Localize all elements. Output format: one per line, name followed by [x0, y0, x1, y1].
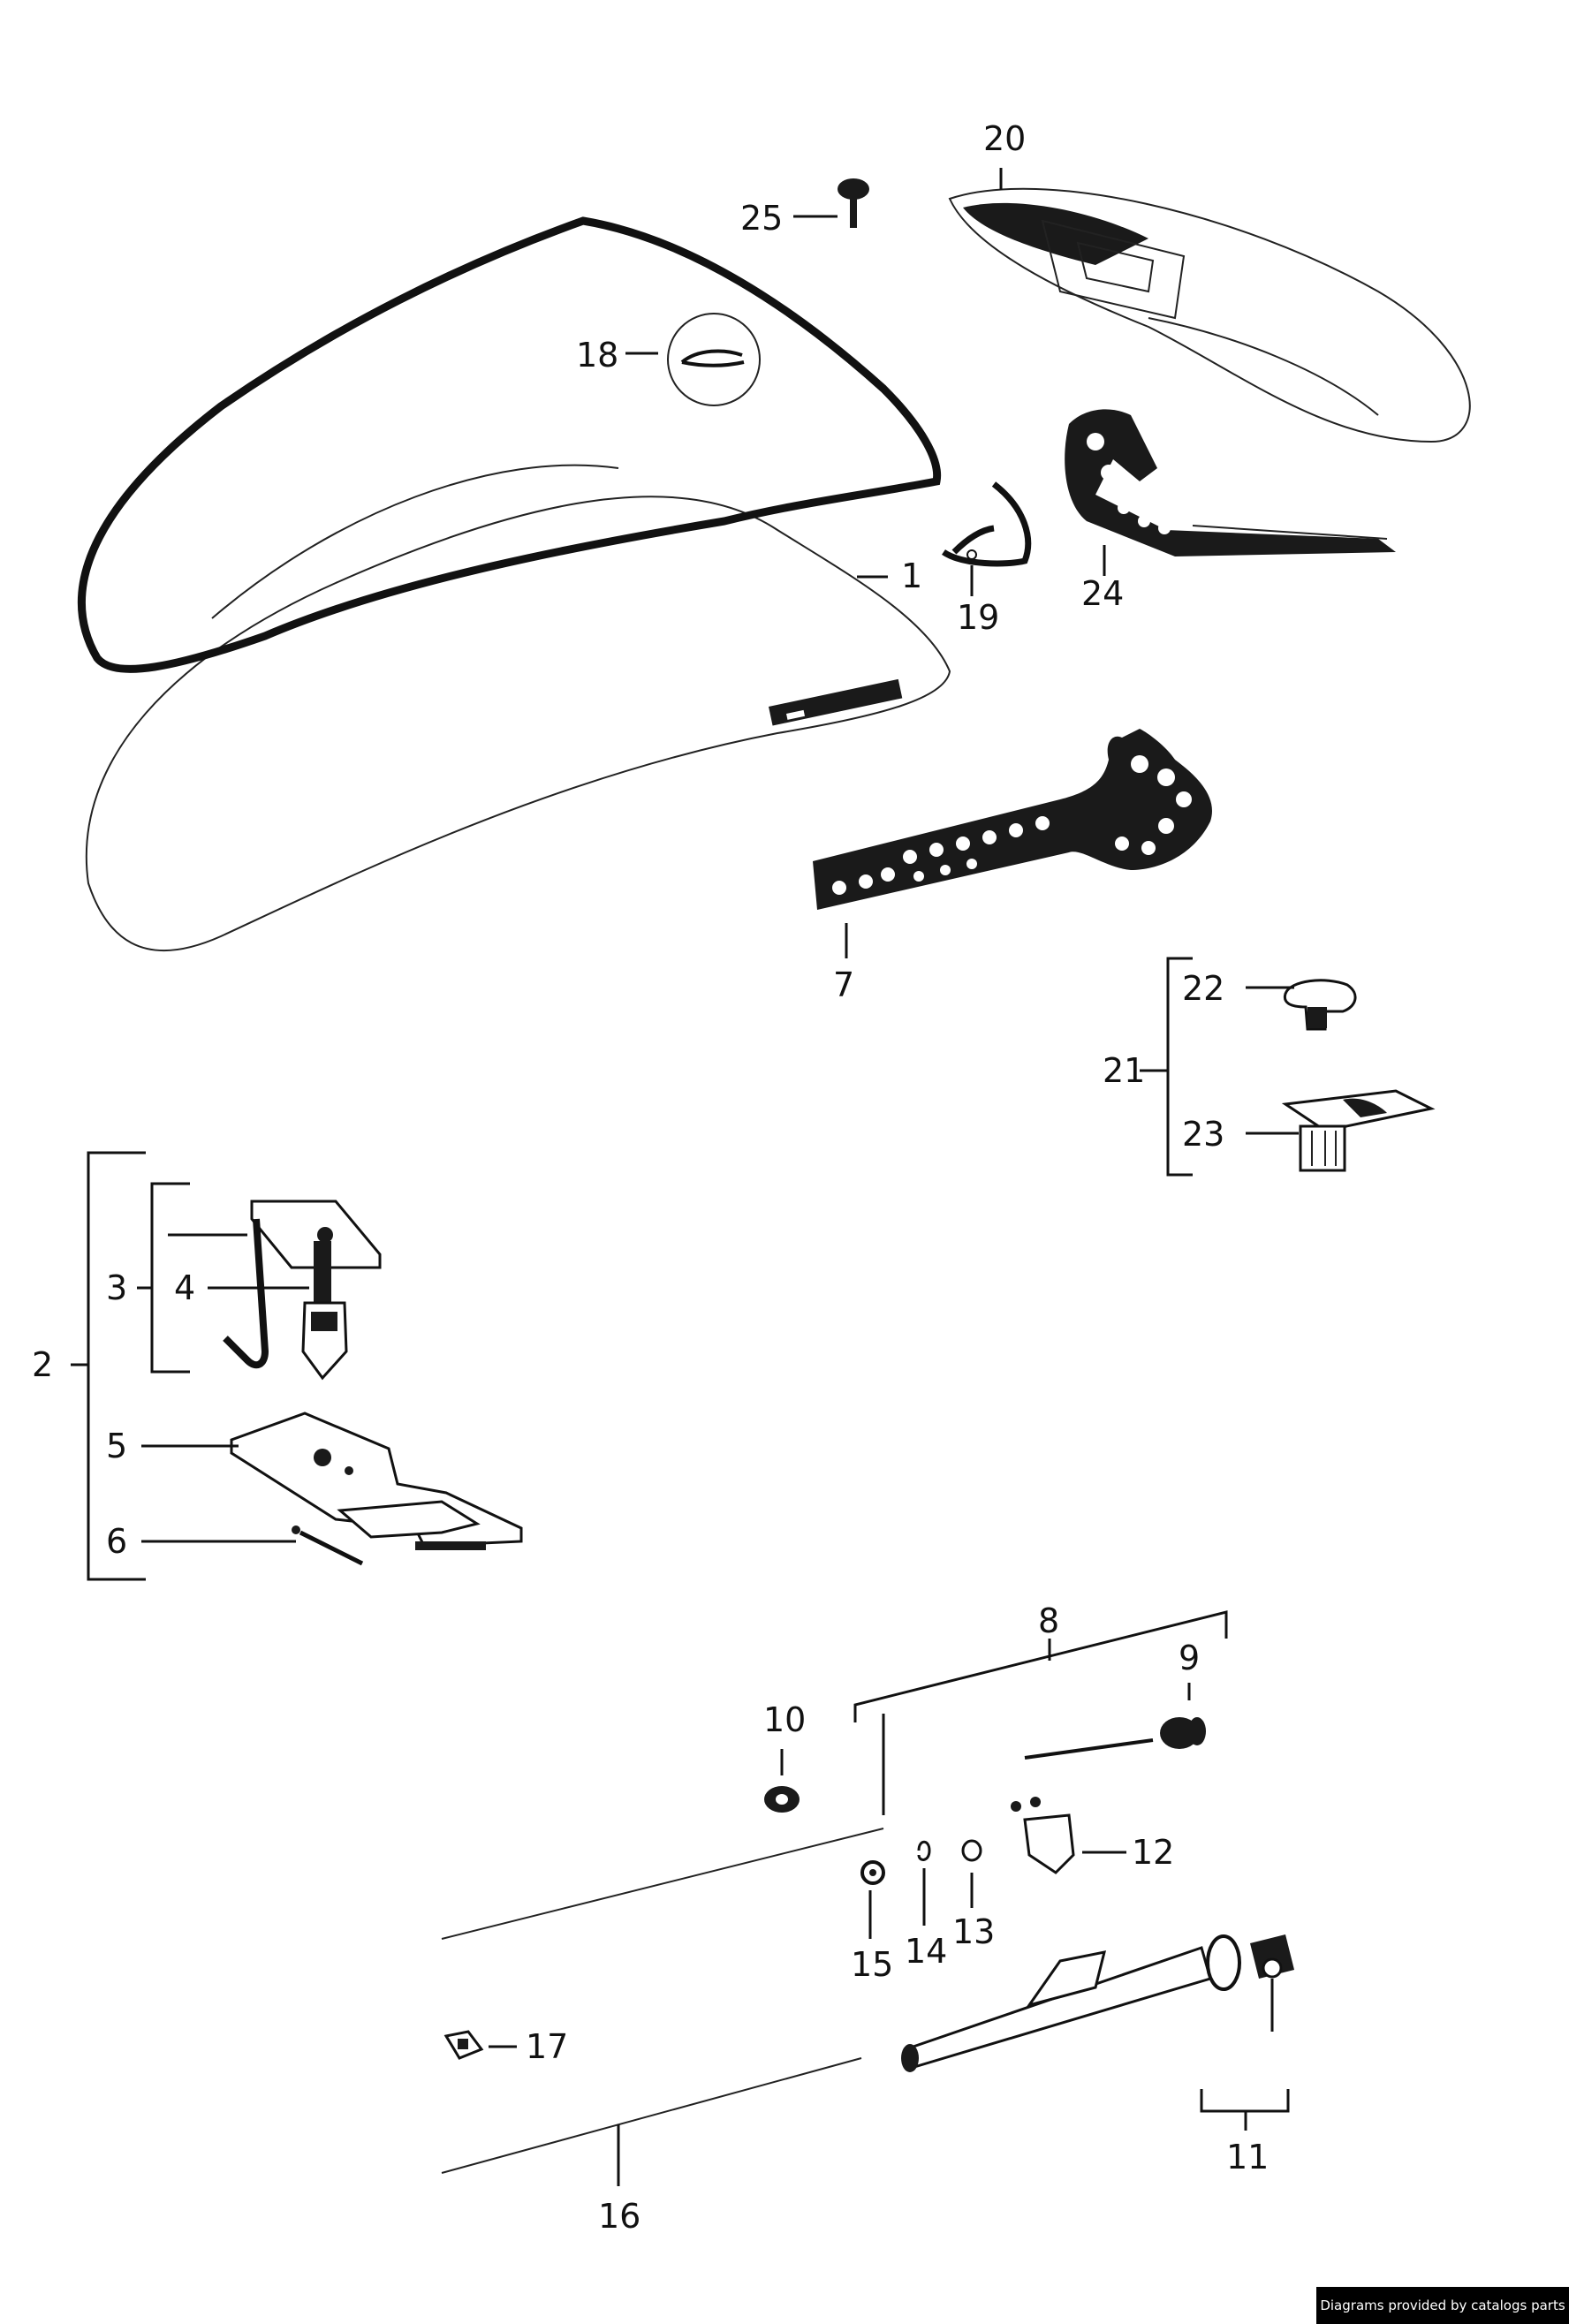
release-cable — [1024, 1717, 1206, 1760]
latch-plate-22 — [1283, 979, 1357, 1031]
callout-13: 13 — [952, 1912, 995, 1951]
callout-19: 19 — [957, 598, 999, 637]
callout-7: 7 — [833, 965, 854, 1004]
callout-24: 24 — [1081, 574, 1124, 613]
callout-22: 22 — [1182, 969, 1224, 1008]
callout-labels: 20 25 18 1 19 24 7 22 21 23 3 4 2 5 6 8 … — [32, 119, 1269, 2236]
hood-seal — [78, 216, 942, 673]
pin-6 — [292, 1525, 364, 1566]
hinge-7 — [813, 729, 1212, 910]
hinge-24 — [1065, 409, 1396, 556]
callout-17: 17 — [526, 2027, 568, 2066]
callout-6: 6 — [106, 1522, 127, 1561]
bracket-12 — [1011, 1797, 1075, 1874]
callout-2: 2 — [32, 1345, 53, 1384]
callout-8: 8 — [1038, 1601, 1059, 1640]
bracket-19 — [942, 481, 1032, 567]
callout-21: 21 — [1103, 1051, 1145, 1090]
callout-15: 15 — [851, 1945, 893, 1984]
callout-16: 16 — [598, 2197, 640, 2236]
callout-18: 18 — [576, 336, 618, 375]
release-rod-16 — [441, 1828, 884, 2174]
inner-panel — [948, 187, 1471, 443]
bump-stop — [838, 178, 869, 228]
grommet-10 — [764, 1786, 800, 1813]
callout-23: 23 — [1182, 1115, 1224, 1154]
callout-20: 20 — [983, 119, 1026, 158]
callout-9: 9 — [1179, 1639, 1200, 1677]
hardware-13-15 — [860, 1839, 982, 1885]
clip-17 — [443, 2030, 484, 2060]
credit-badge: Diagrams provided by catalogs parts — [1316, 2287, 1569, 2324]
base-plate-5 — [230, 1412, 523, 1550]
lock-assembly-3 — [223, 1200, 382, 1381]
callout-14: 14 — [905, 1932, 947, 1971]
callout-25: 25 — [740, 199, 783, 238]
lock-tube-11 — [901, 1934, 1294, 2072]
callout-11: 11 — [1226, 2138, 1269, 2176]
callout-1: 1 — [901, 556, 922, 595]
callout-5: 5 — [106, 1427, 127, 1465]
callout-12: 12 — [1132, 1833, 1174, 1872]
latch-bracket-23 — [1281, 1089, 1436, 1172]
callout-10: 10 — [763, 1700, 806, 1739]
callout-3: 3 — [106, 1268, 127, 1307]
callout-4: 4 — [174, 1268, 195, 1307]
hood-lid — [85, 464, 951, 952]
leader-lines — [71, 168, 1299, 2186]
